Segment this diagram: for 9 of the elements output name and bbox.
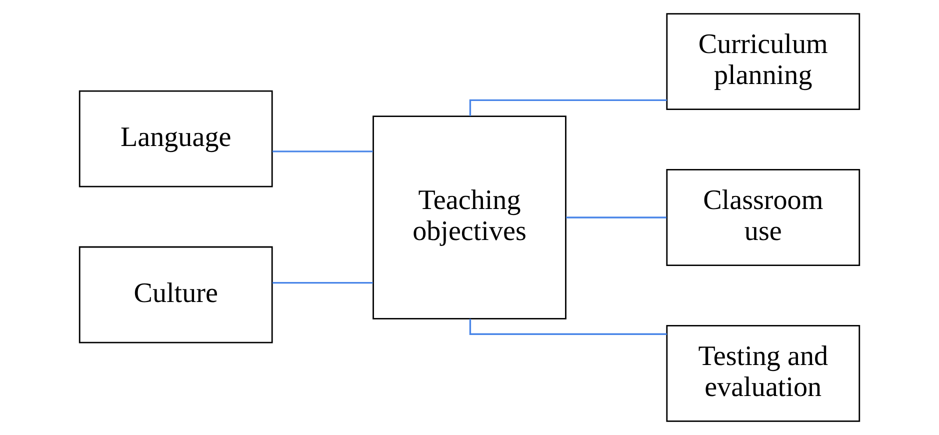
connector — [272, 150, 373, 152]
node-box: Classroom use — [666, 169, 860, 266]
node-box: Teaching objectives — [372, 116, 566, 320]
connector — [566, 216, 667, 218]
connector — [272, 282, 373, 284]
node-box: Curriculum planning — [666, 13, 860, 110]
node-box: Culture — [78, 246, 273, 344]
node-box: Language — [78, 90, 273, 188]
node-box: Testing and evaluation — [666, 324, 860, 422]
